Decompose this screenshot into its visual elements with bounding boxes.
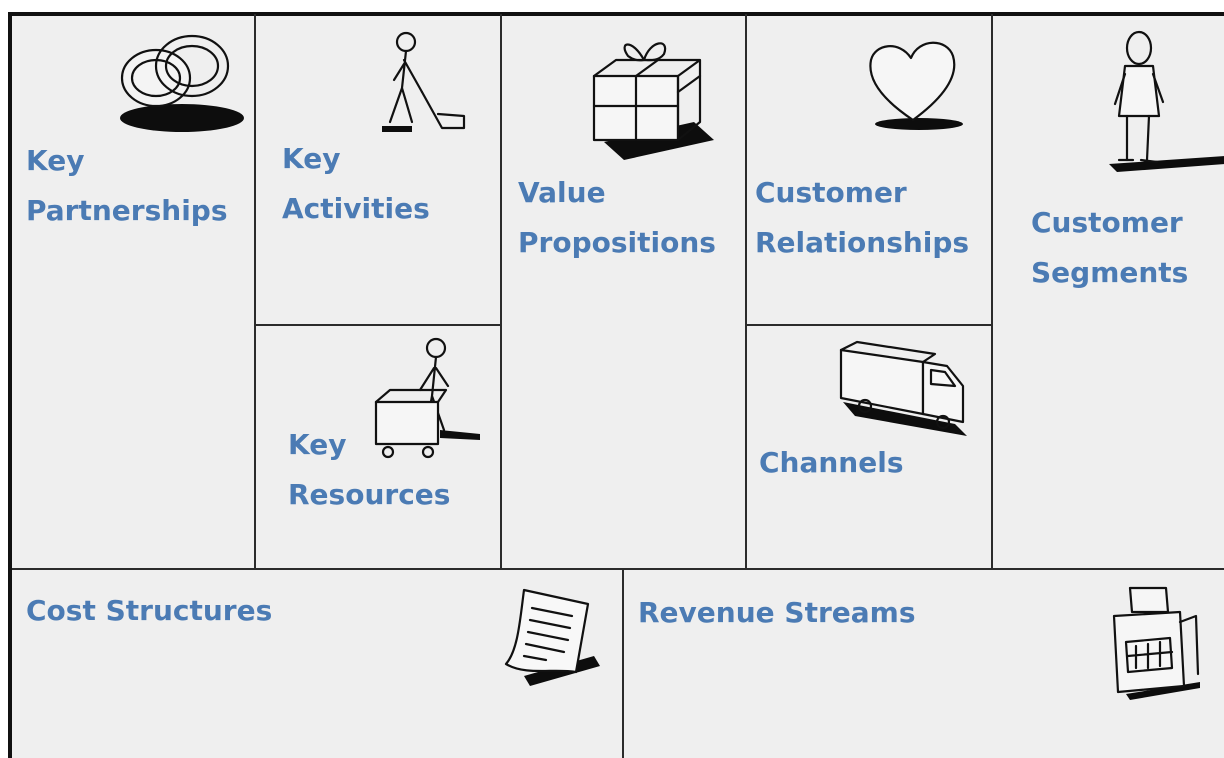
cash-register-icon xyxy=(1112,586,1200,700)
standing-person-icon xyxy=(1109,30,1224,172)
divider-activities-value xyxy=(500,14,502,570)
key-resources-title: Key Resources xyxy=(288,428,451,511)
divider-activities-resources xyxy=(254,324,502,326)
divider-relationships-segments xyxy=(991,14,993,570)
cost-structures-block: Cost Structures xyxy=(12,570,622,758)
heart-icon xyxy=(869,41,963,130)
divider-relationships-channels xyxy=(745,324,993,326)
customer-relationships-title: Customer Relationships xyxy=(755,176,970,259)
divider-value-relationships xyxy=(745,14,747,570)
customer-segments-block: Customer Segments xyxy=(993,16,1224,568)
interlocked-rings-icon xyxy=(120,34,244,132)
channels-title: Channels xyxy=(759,446,904,479)
delivery-truck-icon xyxy=(839,340,967,436)
person-shoveling-icon xyxy=(382,31,466,132)
key-activities-title: Key Activities xyxy=(282,142,430,225)
key-partnerships-title: Key Partnerships xyxy=(26,144,228,227)
customer-relationships-block: Customer Relationships xyxy=(747,16,991,324)
value-propositions-block: Value Propositions xyxy=(502,16,745,568)
customer-segments-title: Customer Segments xyxy=(1031,206,1189,289)
gift-box-icon xyxy=(592,42,714,160)
revenue-streams-block: Revenue Streams xyxy=(624,570,1224,758)
channels-block: Channels xyxy=(747,326,991,568)
divider-top-bottom xyxy=(12,568,1224,570)
divider-partnerships-activities xyxy=(254,14,256,570)
divider-cost-revenue xyxy=(622,568,624,758)
cost-structures-title: Cost Structures xyxy=(26,594,273,627)
person-with-cart-icon xyxy=(374,337,480,459)
key-partnerships-block: Key Partnerships xyxy=(12,16,254,568)
key-activities-block: Key Activities xyxy=(256,16,500,324)
revenue-streams-title: Revenue Streams xyxy=(638,596,916,629)
key-resources-block: Key Resources xyxy=(256,326,500,568)
value-propositions-title: Value Propositions xyxy=(518,176,716,259)
receipt-document-icon xyxy=(504,588,600,686)
